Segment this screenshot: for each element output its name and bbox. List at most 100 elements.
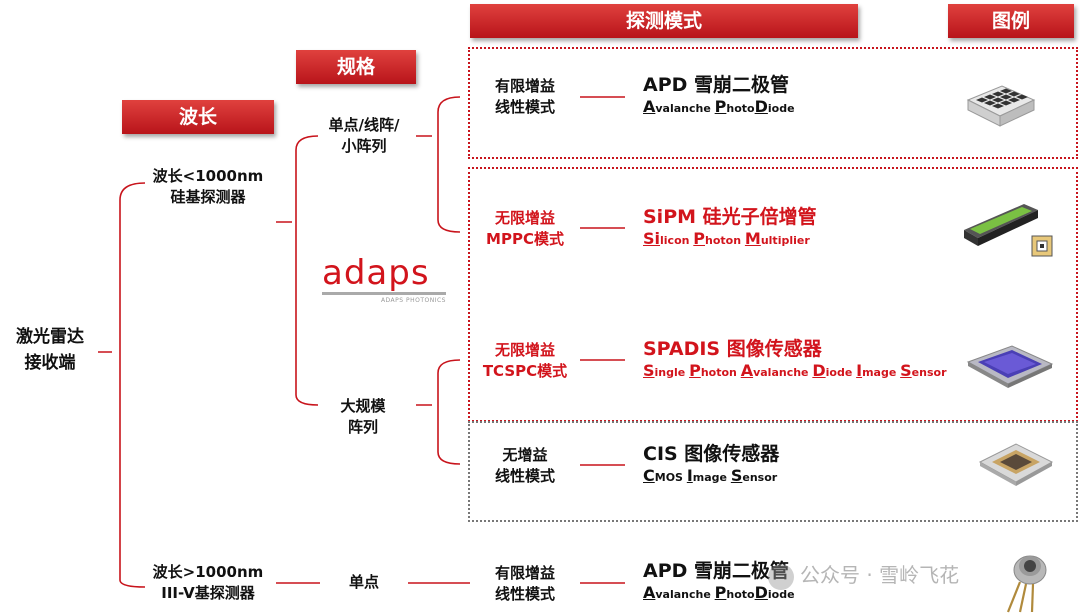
- spec-small-line1: 单点/线阵/: [328, 116, 400, 134]
- device-name: APD 雪崩二极管: [643, 74, 790, 96]
- device-name: SiPM 硅光子倍增管: [643, 206, 817, 228]
- device-sipm: SiPM 硅光子倍增管 Silicon Photon Multiplier: [643, 205, 817, 251]
- acronym-rest: mage: [692, 471, 731, 484]
- spec-small-line2: 小阵列: [341, 137, 387, 155]
- header-legend: 图例: [948, 4, 1074, 38]
- header-wavelength: 波长: [122, 100, 274, 134]
- acronym-rest: valanche: [655, 588, 715, 601]
- acronym-letter: S: [900, 361, 912, 380]
- mode-label-cis: 无增益 线性模式: [470, 445, 580, 487]
- mode-line: 线性模式: [494, 585, 555, 603]
- header-spec: 规格: [296, 50, 416, 84]
- spec-large-line2: 阵列: [347, 418, 378, 436]
- acronym-rest: valanche: [753, 366, 813, 379]
- wavelength-short-line1: 波长<1000nm: [152, 167, 264, 185]
- spec-small-array-label: 单点/线阵/ 小阵列: [308, 115, 420, 157]
- watermark: 公众号 · 雪岭飞花: [768, 558, 998, 592]
- acronym-rest: mage: [862, 366, 901, 379]
- watermark-text: 公众号 · 雪岭飞花: [800, 563, 960, 587]
- acronym-letter: S: [730, 466, 743, 485]
- device-name: CIS 图像传感器: [643, 443, 780, 465]
- device-fullname: Avalanche PhotoDiode: [643, 97, 795, 119]
- acronym-letter: I: [856, 361, 863, 380]
- acronym-letter: M: [744, 229, 761, 248]
- mode-line: MPPC模式: [486, 230, 564, 248]
- to-can-photodiode-icon: [1006, 555, 1047, 613]
- acronym-rest: ensor: [742, 471, 778, 484]
- mode-line: 有限增益: [494, 564, 555, 582]
- apd-array-icon: [966, 85, 1036, 127]
- acronym-rest: ultiplier: [760, 234, 810, 247]
- wavelength-long-line2: III-V基探测器: [161, 584, 255, 602]
- mode-label-sipm: 无限增益 MPPC模式: [470, 208, 580, 250]
- acronym-rest: iode: [825, 366, 857, 379]
- acronym-letter: D: [754, 97, 768, 116]
- wavelength-short-label: 波长<1000nm 硅基探测器: [140, 166, 276, 208]
- acronym-letter: P: [689, 361, 701, 380]
- wavelength-short-line2: 硅基探测器: [170, 188, 246, 206]
- wavelength-long-line1: 波长>1000nm: [152, 563, 264, 581]
- cmos-sensor-chip-icon: [978, 443, 1054, 486]
- device-name: APD 雪崩二极管: [643, 560, 790, 582]
- device-cis: CIS 图像传感器 CMOS Image Sensor: [643, 442, 779, 488]
- acronym-letter: A: [643, 97, 656, 116]
- acronym-letter: A: [643, 583, 656, 602]
- acronym-rest: hoton: [700, 366, 741, 379]
- acronym-rest: hoto: [726, 102, 755, 115]
- mode-label-spad: 无限增益 TCSPC模式: [470, 340, 580, 382]
- sipm-module-icon: [964, 204, 1053, 257]
- spec-large-line1: 大规模: [340, 397, 386, 415]
- acronym-letter: D: [812, 361, 826, 380]
- mode-label-apd: 有限增益 线性模式: [470, 76, 580, 118]
- acronym-letter: P: [714, 97, 727, 116]
- adaps-logo-subtitle: ADAPS PHOTONICS: [380, 297, 446, 304]
- device-name: SPADIS 图像传感器: [643, 338, 822, 360]
- wavelength-long-label: 波长>1000nm III-V基探测器: [140, 562, 276, 604]
- acronym-letter: P: [693, 229, 706, 248]
- mode-line: 无增益: [502, 446, 548, 464]
- device-spadis: SPADIS 图像传感器 Single Photon Avalanche Dio…: [643, 337, 947, 383]
- acronym-rest: ensor: [911, 366, 947, 379]
- header-detection-mode: 探测模式: [470, 4, 858, 38]
- spec-single-label: 单点: [348, 573, 379, 591]
- mode-bracket-large: [416, 359, 461, 465]
- device-fullname: Avalanche PhotoDiode: [643, 583, 795, 605]
- mode-box-no-gain: [468, 421, 1078, 522]
- acronym-letter: A: [740, 361, 754, 380]
- acronym-rest: hoton: [705, 234, 745, 247]
- device-fullname: Single Photon Avalanche Diode Image Sens…: [643, 361, 947, 383]
- mode-line: 无限增益: [494, 341, 555, 359]
- root-label-line2: 接收端: [24, 353, 76, 373]
- acronym-letter: Si: [643, 229, 661, 248]
- acronym-rest: ingle: [654, 366, 690, 379]
- root-bracket: [98, 182, 146, 588]
- acronym-letter: P: [714, 583, 727, 602]
- mode-box-limited-gain: [468, 47, 1078, 159]
- mode-line: 无限增益: [494, 209, 555, 227]
- acronym-rest: iode: [767, 102, 795, 115]
- acronym-rest: valanche: [655, 102, 715, 115]
- mode-line: 线性模式: [494, 98, 555, 116]
- spec-bracket: [276, 135, 319, 406]
- wechat-icon: [768, 563, 794, 590]
- device-fullname: CMOS Image Sensor: [643, 466, 779, 488]
- spad-sensor-chip-icon: [966, 345, 1054, 388]
- adaps-logo: adaps ADAPS PHOTONICS: [322, 256, 446, 304]
- mode-bracket-small: [416, 96, 461, 233]
- acronym-rest: hoto: [726, 588, 755, 601]
- acronym-letter: D: [754, 583, 768, 602]
- mode-line: 有限增益: [494, 77, 555, 95]
- acronym-rest: licon: [660, 234, 694, 247]
- acronym-letter: I: [686, 466, 693, 485]
- adaps-logo-rule: [322, 292, 446, 295]
- mode-label-apd-bottom: 有限增益 线性模式: [470, 563, 580, 605]
- spec-large-array-label: 大规模 阵列: [318, 396, 408, 438]
- mode-line: TCSPC模式: [482, 362, 568, 380]
- root-label-line1: 激光雷达: [16, 327, 84, 347]
- acronym-letter: S: [643, 361, 655, 380]
- root-label: 激光雷达 接收端: [0, 324, 100, 376]
- mode-line: 线性模式: [494, 467, 555, 485]
- acronym-rest: MOS: [654, 471, 687, 484]
- acronym-rest: iode: [767, 588, 795, 601]
